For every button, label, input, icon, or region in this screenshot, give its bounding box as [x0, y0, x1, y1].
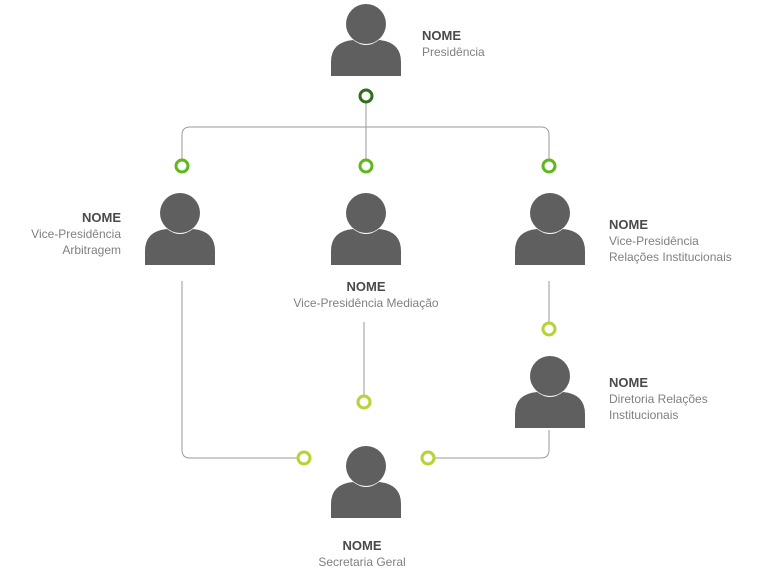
person-icon-presidencia [331, 4, 401, 76]
node-diretoria-relacoes: NOME Diretoria Relações Institucionais [609, 375, 708, 422]
vp-arbitragem-role-line-1: Vice-Presidência [31, 227, 121, 241]
node-vp-arbitragem: NOME Vice-Presidência Arbitragem [31, 210, 121, 257]
vp-relacoes-role-line-1: Vice-Presidência [609, 234, 699, 248]
person-icon-secretaria-geral [331, 446, 401, 518]
person-icon-vp-relacoes [515, 193, 585, 265]
dot-president [358, 88, 374, 104]
vp-mediacao-role: Vice-Presidência Mediação [293, 296, 439, 310]
presidencia-name: NOME [422, 28, 461, 43]
dot-secretaria-left [296, 450, 312, 466]
person-icon-vp-arbitragem [145, 193, 215, 265]
secretaria-geral-role: Secretaria Geral [318, 555, 405, 569]
connectors [181, 96, 550, 459]
vp-arbitragem-name: NOME [82, 210, 121, 225]
dot-center-lower [356, 394, 372, 410]
node-vp-mediacao: NOME Vice-Presidência Mediação [293, 279, 439, 310]
vp-relacoes-role-line-2: Relações Institucionais [609, 250, 732, 264]
diretoria-relacoes-role-line-1: Diretoria Relações [609, 392, 708, 406]
node-vp-relacoes: NOME Vice-Presidência Relações Instituci… [609, 217, 732, 264]
presidencia-role: Presidência [422, 45, 485, 59]
connection-dots [174, 88, 557, 466]
secretaria-geral-name: NOME [343, 538, 382, 553]
node-presidencia: NOME Presidência [422, 28, 485, 59]
diretoria-relacoes-role-line-2: Institucionais [609, 408, 678, 422]
diretoria-relacoes-name: NOME [609, 375, 648, 390]
person-icon-vp-mediacao [331, 193, 401, 265]
person-icon-diretoria-relacoes [515, 356, 585, 428]
connector-left-to-secretaria [181, 281, 304, 459]
connector-diretoria-to-secretaria [428, 430, 550, 459]
dot-vp-arbitragem [174, 158, 190, 174]
vp-relacoes-name: NOME [609, 217, 648, 232]
dot-secretaria-right [420, 450, 436, 466]
node-secretaria-geral: NOME Secretaria Geral [318, 538, 405, 569]
vp-arbitragem-role-line-2: Arbitragem [62, 243, 121, 257]
dot-vp-mediacao [358, 158, 374, 174]
dot-vp-relacoes [541, 158, 557, 174]
vp-mediacao-name: NOME [347, 279, 386, 294]
dot-diretoria [541, 321, 557, 337]
